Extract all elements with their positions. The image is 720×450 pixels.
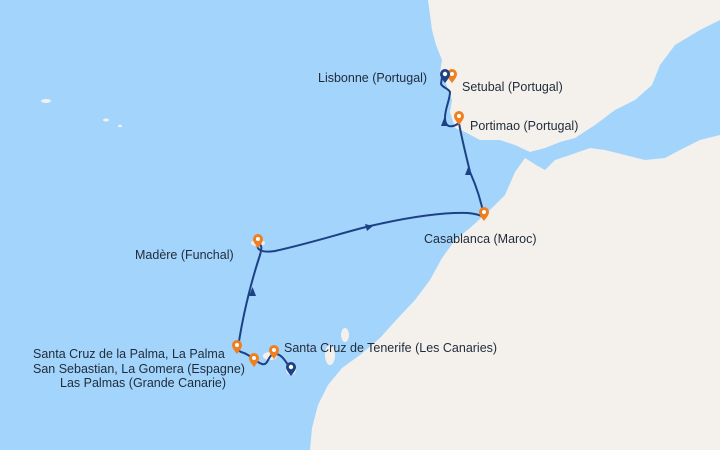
- landmass-africa: [310, 135, 720, 450]
- port-marker-portimao[interactable]: [454, 111, 464, 125]
- port-label-casablanca: Casablanca (Maroc): [424, 232, 537, 246]
- port-marker-lisbonne[interactable]: [440, 69, 450, 83]
- island-fuerteventura: [325, 345, 335, 365]
- port-label-las-palmas: Las Palmas (Grande Canarie): [60, 376, 227, 390]
- port-marker-la-gomera[interactable]: [249, 353, 259, 367]
- route-arrow: [465, 166, 472, 175]
- port-label-portimao: Portimao (Portugal): [470, 119, 579, 133]
- port-label-tenerife: Santa Cruz de Tenerife (Les Canaries): [284, 341, 498, 355]
- route-arrow: [249, 287, 256, 296]
- port-label-madere: Madère (Funchal): [135, 248, 234, 262]
- port-marker-madere[interactable]: [253, 234, 263, 248]
- port-label-la-palma: Santa Cruz de la Palma, La Palma: [33, 347, 225, 361]
- port-marker-las-palmas[interactable]: [286, 362, 296, 376]
- port-label-lisbonne: Lisbonne (Portugal): [318, 71, 428, 85]
- port-label-setubal: Setubal (Portugal): [462, 80, 563, 94]
- island-balearic: [685, 5, 708, 18]
- route-arrow: [441, 117, 448, 126]
- route-arrow: [365, 224, 373, 231]
- port-marker-la-palma[interactable]: [232, 340, 242, 354]
- port-label-la-gomera: San Sebastian, La Gomera (Espagne): [33, 362, 245, 376]
- islet: [41, 99, 51, 103]
- islet: [118, 124, 122, 128]
- port-marker-casablanca[interactable]: [479, 207, 489, 221]
- port-marker-tenerife[interactable]: [269, 345, 279, 359]
- landmass-iberia: [428, 0, 720, 152]
- island-lanzarote: [341, 328, 349, 342]
- islet: [103, 118, 109, 122]
